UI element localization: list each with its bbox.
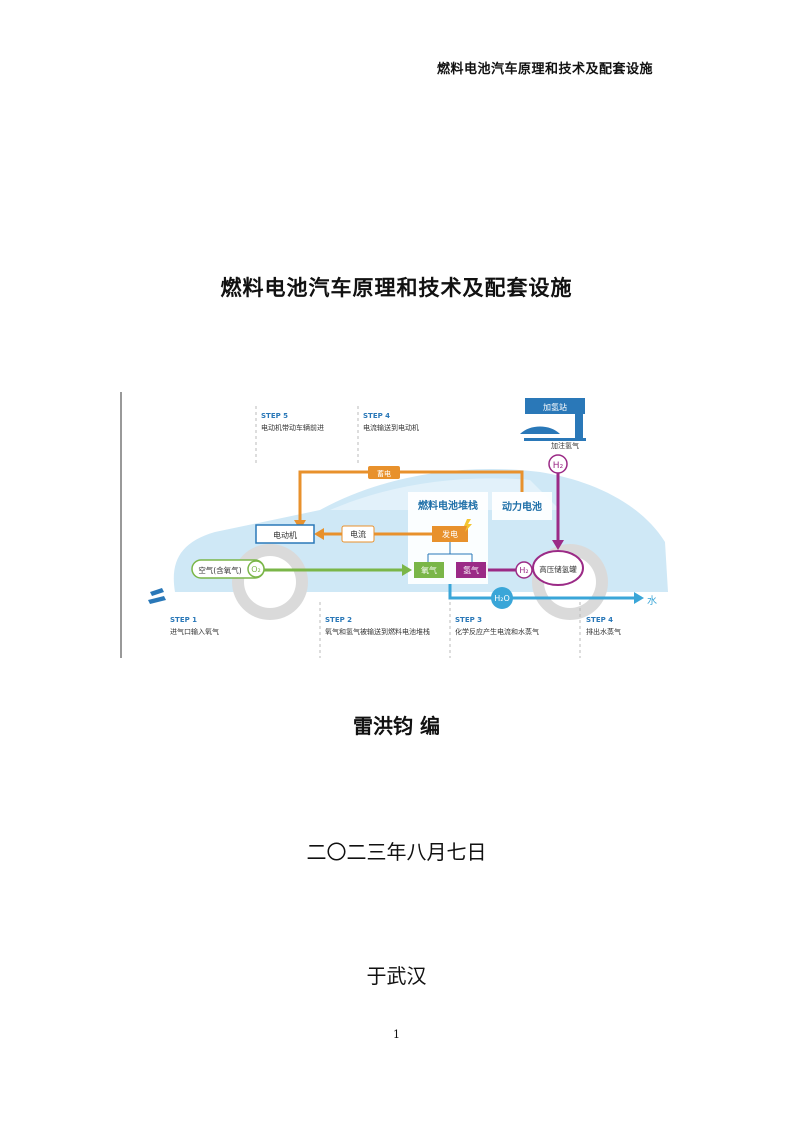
svg-text:排出水蒸气: 排出水蒸气 — [586, 627, 621, 636]
fuel-cell-car-diagram: 加氢站 加注氢气 H₂ 高压储氢罐 H₂ 燃料电池堆栈 — [120, 392, 673, 658]
svg-text:STEP 1: STEP 1 — [170, 616, 197, 624]
step-5: STEP 5 电动机带动车辆前进 — [261, 412, 324, 432]
hydrogen-box: 氢气 — [456, 562, 486, 578]
svg-text:动力电池: 动力电池 — [502, 500, 542, 513]
hydrogen-tank: 高压储氢罐 — [532, 550, 584, 586]
spark-icon — [464, 519, 472, 532]
running-header: 燃料电池汽车原理和技术及配套设施 — [436, 62, 653, 77]
svg-text:电动机: 电动机 — [273, 530, 297, 540]
svg-text:STEP 5: STEP 5 — [261, 412, 288, 420]
svg-text:进气口输入氧气: 进气口输入氧气 — [170, 627, 219, 636]
svg-text:蓄电: 蓄电 — [377, 469, 391, 478]
author-line: 雷洪钧 编 — [353, 714, 440, 738]
air-input: 空气(含氧气) O₂ — [191, 559, 265, 579]
current-badge: 电流 — [341, 525, 375, 543]
exhaust-icon — [148, 588, 166, 604]
date-line: 二〇二三年八月七日 — [306, 840, 487, 864]
power-battery: 动力电池 — [492, 492, 552, 520]
water-drops-icon: 水 — [647, 595, 657, 607]
svg-text:加氢站: 加氢站 — [543, 402, 567, 412]
step-4-bottom: STEP 4 排出水蒸气 — [586, 616, 621, 636]
charge-badge: 蓄电 — [368, 466, 400, 479]
rear-wheel — [232, 544, 308, 620]
svg-text:加注氢气: 加注氢气 — [551, 441, 579, 450]
svg-text:O₂: O₂ — [251, 565, 261, 574]
svg-text:电动机带动车辆前进: 电动机带动车辆前进 — [261, 423, 324, 432]
document-title: 燃料电池汽车原理和技术及配套设施 — [220, 276, 573, 300]
svg-text:发电: 发电 — [442, 529, 458, 539]
step-1: STEP 1 进气口输入氧气 — [170, 616, 219, 636]
svg-text:STEP 2: STEP 2 — [325, 616, 352, 624]
svg-text:H₂: H₂ — [553, 461, 564, 471]
svg-text:燃料电池堆栈: 燃料电池堆栈 — [418, 499, 478, 512]
h2-circle-top: H₂ — [548, 454, 568, 474]
place-line: 于武汉 — [366, 964, 427, 988]
step-2: STEP 2 氧气和氢气被输送到燃料电池堆栈 — [325, 616, 430, 636]
step-3: STEP 3 化学反应产生电流和水蒸气 — [455, 616, 539, 636]
h2o-circle: H₂O — [491, 587, 513, 609]
svg-text:STEP 4: STEP 4 — [586, 616, 613, 624]
generate-box: 发电 — [432, 526, 468, 542]
svg-text:STEP 3: STEP 3 — [455, 616, 482, 624]
page-number: 1 — [393, 1028, 400, 1041]
svg-text:氧气: 氧气 — [421, 565, 437, 575]
diagram-svg: 加氢站 加注氢气 H₂ 高压储氢罐 H₂ 燃料电池堆栈 — [120, 392, 673, 658]
svg-text:H₂O: H₂O — [494, 594, 510, 603]
step-4-top: STEP 4 电流输送到电动机 — [363, 412, 419, 432]
svg-text:电流输送到电动机: 电流输送到电动机 — [363, 423, 419, 432]
svg-text:氧气和氢气被输送到燃料电池堆栈: 氧气和氢气被输送到燃料电池堆栈 — [325, 627, 430, 636]
svg-text:STEP 4: STEP 4 — [363, 412, 390, 420]
svg-text:化学反应产生电流和水蒸气: 化学反应产生电流和水蒸气 — [455, 627, 539, 636]
svg-text:高压储氢罐: 高压储氢罐 — [539, 564, 577, 574]
oxygen-box: 氧气 — [414, 562, 444, 578]
h2-circle-tank: H₂ — [515, 561, 533, 579]
svg-text:氢气: 氢气 — [463, 565, 479, 575]
motor-box: 电动机 — [255, 524, 315, 544]
hydrogen-station: 加氢站 加注氢气 — [520, 398, 586, 450]
svg-text:H₂: H₂ — [519, 566, 528, 575]
svg-text:电流: 电流 — [350, 529, 366, 539]
svg-text:空气(含氧气): 空气(含氧气) — [198, 565, 241, 575]
